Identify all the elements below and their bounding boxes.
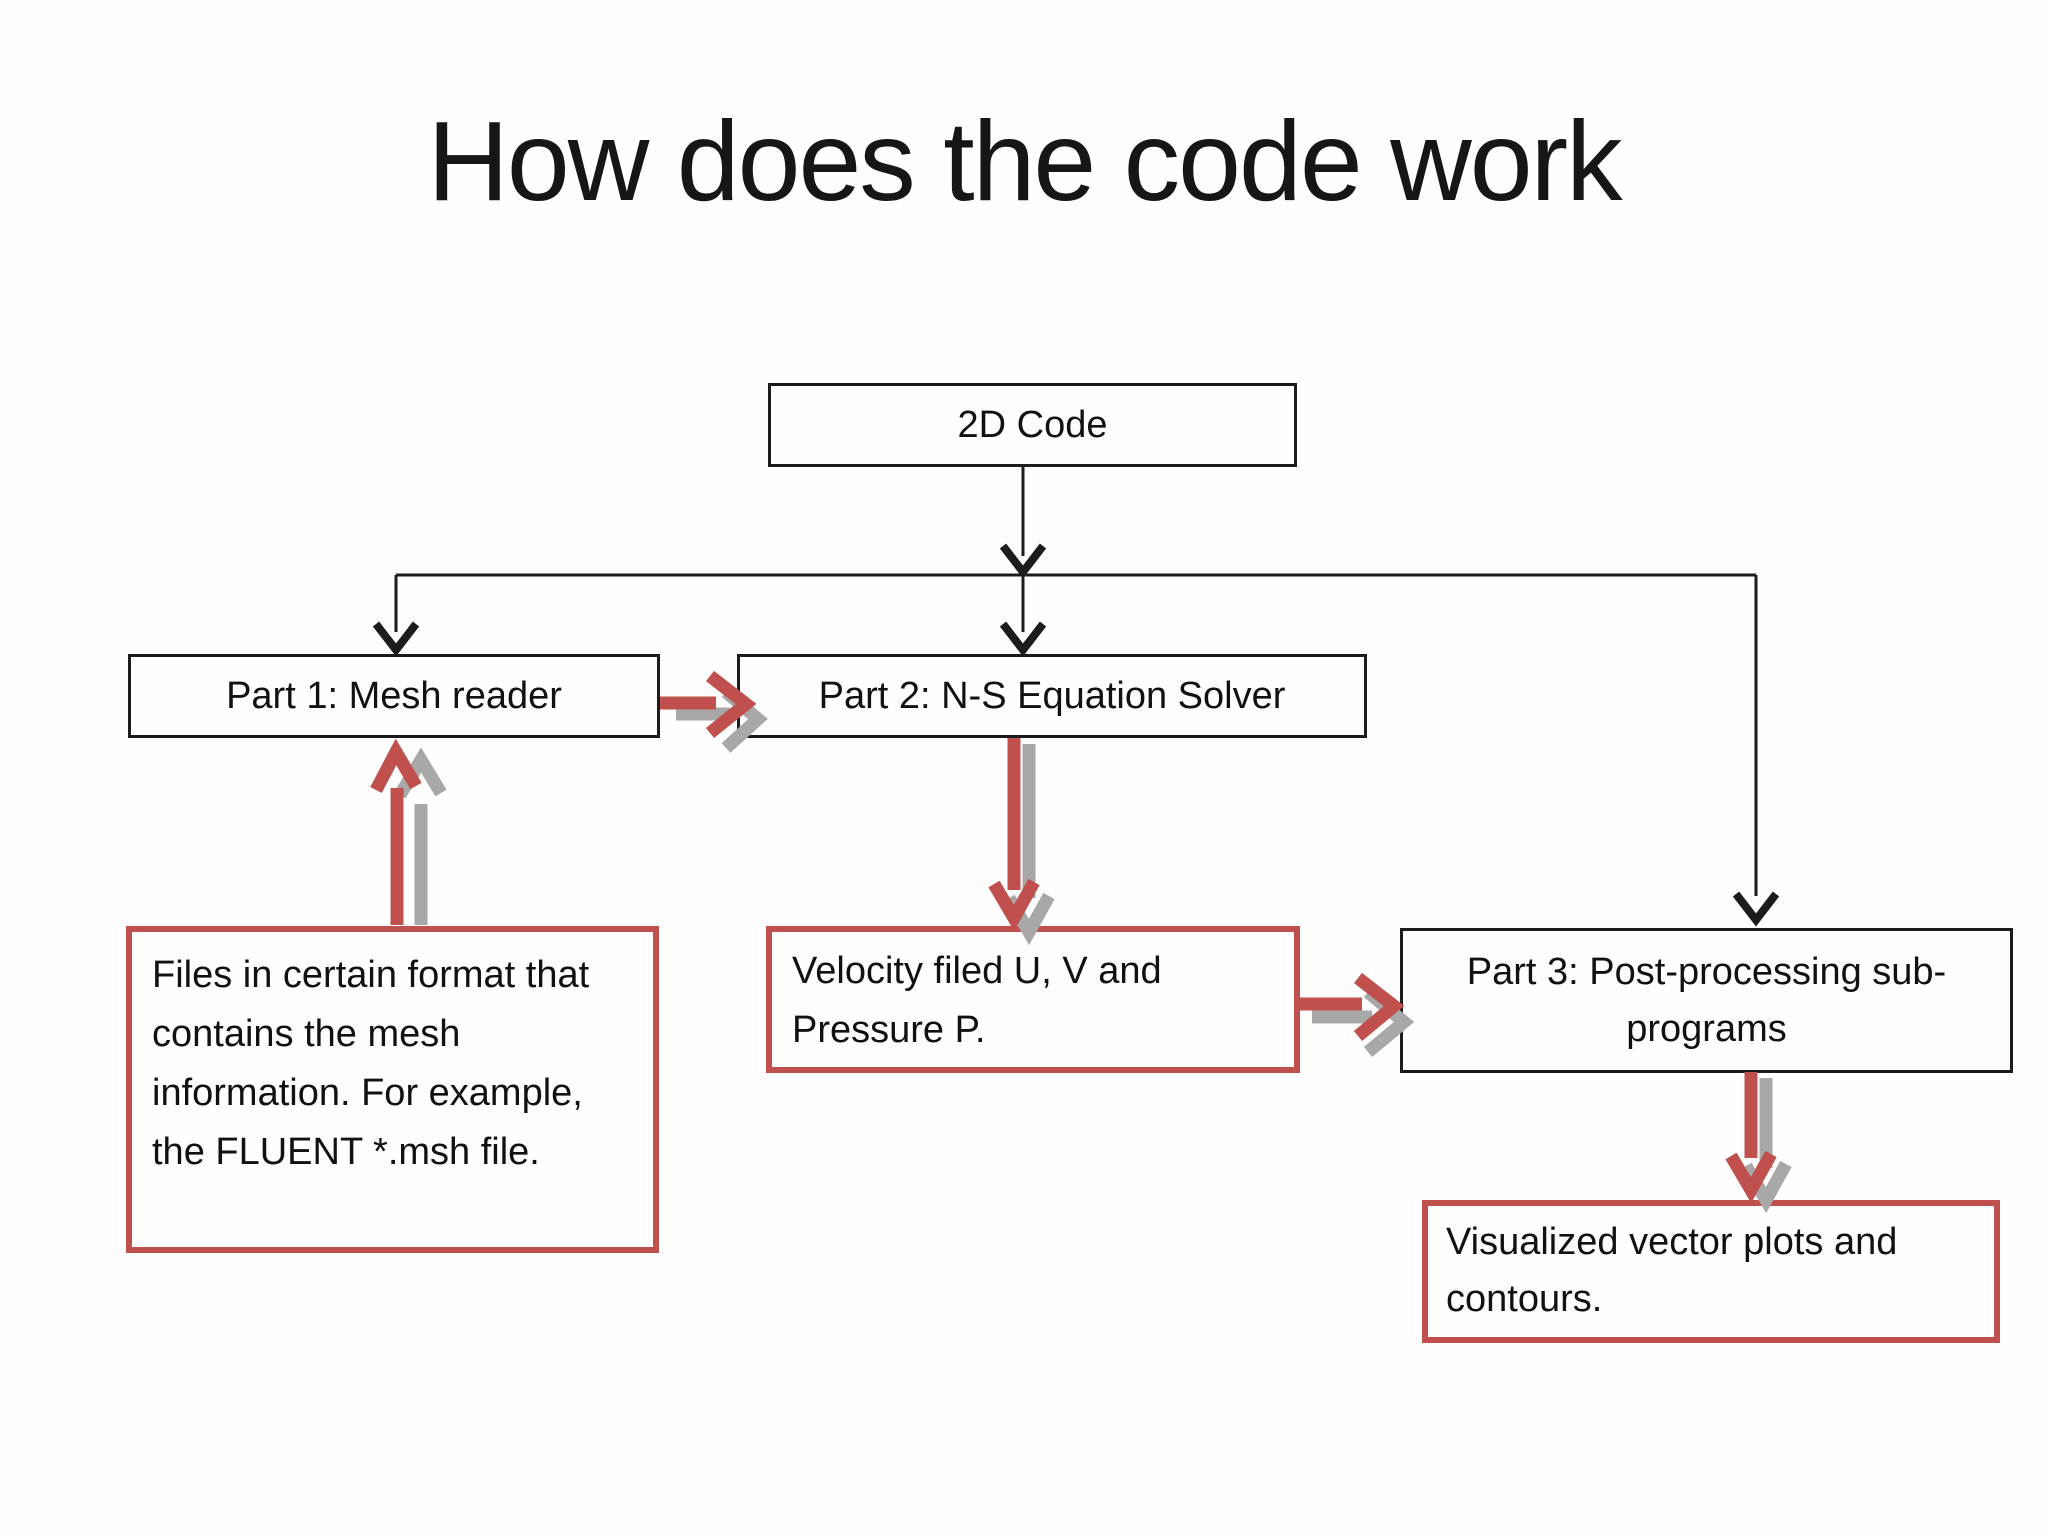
- node-part2-label: Part 2: N-S Equation Solver: [818, 674, 1286, 717]
- node-2d-code-label: 2D Code: [957, 403, 1108, 446]
- arrow-part2-to-velocity: [988, 738, 1055, 946]
- arrow-branch-to-part2: [999, 575, 1047, 657]
- arrow-part3-to-visualized: [1725, 1072, 1792, 1214]
- node-files-label: Files in certain format that contains th…: [152, 954, 590, 1173]
- arrow-files-to-part1: [370, 738, 447, 925]
- node-visualized-label: Visualized vector plots and contours.: [1446, 1221, 1898, 1320]
- node-2d-code: 2D Code: [768, 383, 1297, 467]
- arrow-branch-to-part3: [1732, 575, 1780, 927]
- node-part2-ns-solver: Part 2: N-S Equation Solver: [737, 654, 1367, 738]
- node-visualized-output: Visualized vector plots and contours.: [1422, 1200, 2000, 1343]
- node-files-description: Files in certain format that contains th…: [126, 926, 659, 1253]
- node-part3-label: Part 3: Post-processing sub-programs: [1466, 950, 1947, 1050]
- slide-title: How does the code work: [427, 98, 1622, 224]
- arrow-2dcode-to-branch: [999, 467, 1047, 579]
- node-velocity-pressure: Velocity filed U, V and Pressure P.: [766, 926, 1300, 1073]
- node-velocity-label: Velocity filed U, V and Pressure P.: [792, 950, 1162, 1051]
- node-part1-mesh-reader: Part 1: Mesh reader: [128, 654, 660, 738]
- node-part1-label: Part 1: Mesh reader: [226, 674, 562, 717]
- node-part3-postprocessing: Part 3: Post-processing sub-programs: [1400, 928, 2013, 1073]
- arrow-velocity-to-part3: [1300, 972, 1415, 1057]
- arrow-branch-to-part1: [372, 575, 420, 657]
